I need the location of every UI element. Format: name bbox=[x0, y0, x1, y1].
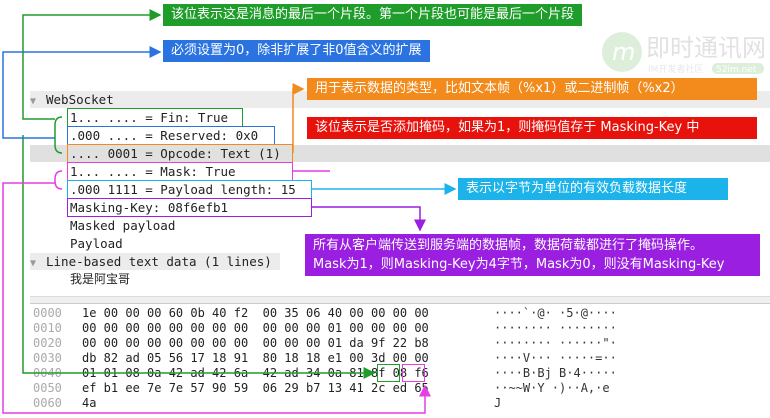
hex-bytes[interactable]: 00 00 00 00 00 00 00 00 00 00 00 01 da 9… bbox=[82, 336, 429, 350]
hex-bytes[interactable]: ef b1 ee 7e 7e 57 90 59 06 29 b7 13 41 2… bbox=[82, 381, 429, 395]
hex-bytes[interactable]: 00 00 00 00 00 00 00 00 00 00 00 01 00 0… bbox=[82, 321, 429, 335]
svg-text:52im.net: 52im.net bbox=[716, 65, 757, 75]
payload-length-highlight bbox=[67, 180, 312, 199]
hex-ascii[interactable]: ····`·@· ·5·@···· bbox=[494, 306, 617, 320]
mask-highlight bbox=[67, 162, 293, 181]
fin-callout: 该位表示这是消息的最后一个片段。第一个片段也可能是最后一个片段 bbox=[163, 4, 583, 26]
byte-81-highlight bbox=[377, 364, 400, 382]
svg-text:m: m bbox=[612, 38, 635, 66]
hex-ascii[interactable]: J bbox=[494, 396, 502, 410]
hex-ascii[interactable]: ····B·Bj B·4····· bbox=[494, 366, 617, 380]
reserved-callout: 必须设置为0，除非扩展了非0值含义的扩展 bbox=[163, 40, 430, 62]
reserved-highlight bbox=[67, 126, 275, 145]
tree-text[interactable]: 我是阿宝哥 bbox=[70, 272, 131, 286]
payload-length-callout: 表示以字节为单位的有效负载数据长度 bbox=[458, 178, 728, 200]
svg-text:即时通讯网: 即时通讯网 bbox=[646, 34, 766, 62]
tree-payload[interactable]: Payload bbox=[70, 236, 123, 251]
mask-callout: 该位表示是否添加掩码，如果为1，则掩码值存于 Masking-Key 中 bbox=[307, 117, 757, 139]
masking-key-callout-line2: Mask为1，则Masking-Key为4字节，Mask为0，则没有Maskin… bbox=[313, 257, 725, 272]
watermark-logo: m 即时通讯网 IM开发者社区 52im.net bbox=[600, 30, 770, 75]
websocket-label: WebSocket bbox=[46, 92, 114, 107]
pane-splitter[interactable] bbox=[30, 296, 770, 304]
hex-offset: 0010 bbox=[33, 321, 62, 335]
masking-key-highlight bbox=[67, 198, 312, 217]
opcode-callout: 用于表示数据的类型，比如文本帧（%x1）或二进制帧（%x2） bbox=[307, 78, 757, 100]
hex-ascii[interactable]: ········ ········ bbox=[494, 321, 617, 335]
hex-bytes[interactable]: 4a bbox=[82, 396, 97, 410]
hex-offset: 0030 bbox=[33, 351, 62, 365]
masking-key-callout-line1: 所有从客户端传送到服务端的数据帧，数据荷载都进行了掩码操作。 bbox=[313, 238, 704, 253]
collapse-triangle-icon[interactable]: ▼ bbox=[30, 96, 37, 107]
hex-ascii[interactable]: ········ ······"· bbox=[494, 336, 617, 350]
fin-highlight bbox=[67, 108, 243, 127]
svg-text:IM开发者社区: IM开发者社区 bbox=[648, 63, 703, 75]
logo-icon: m 即时通讯网 IM开发者社区 52im.net bbox=[602, 32, 766, 75]
hex-ascii[interactable]: ··~~W·Y ·)··A,·e bbox=[494, 381, 610, 395]
hex-offset: 0040 bbox=[33, 366, 62, 380]
opcode-highlight bbox=[67, 144, 293, 163]
hex-offset: 0050 bbox=[33, 381, 62, 395]
hex-ascii[interactable]: ····V··· ·····=·· bbox=[494, 351, 617, 365]
line-based-label: Line-based text data (1 lines) bbox=[46, 254, 272, 269]
hex-offset: 0000 bbox=[33, 306, 62, 320]
tree-masked-payload[interactable]: Masked payload bbox=[70, 218, 176, 233]
hex-offset: 0020 bbox=[33, 336, 62, 350]
tree-line-based[interactable]: ▼ Line-based text data (1 lines) bbox=[30, 253, 280, 270]
byte-8f-highlight bbox=[402, 364, 425, 382]
hex-bytes[interactable]: 1e 00 00 00 60 0b 40 f2 00 35 06 40 00 0… bbox=[82, 306, 429, 320]
hex-offset: 0060 bbox=[33, 396, 62, 410]
collapse-triangle-icon[interactable]: ▼ bbox=[30, 258, 37, 269]
masking-key-callout: 所有从客户端传送到服务端的数据帧，数据荷载都进行了掩码操作。 Mask为1，则M… bbox=[305, 234, 760, 276]
